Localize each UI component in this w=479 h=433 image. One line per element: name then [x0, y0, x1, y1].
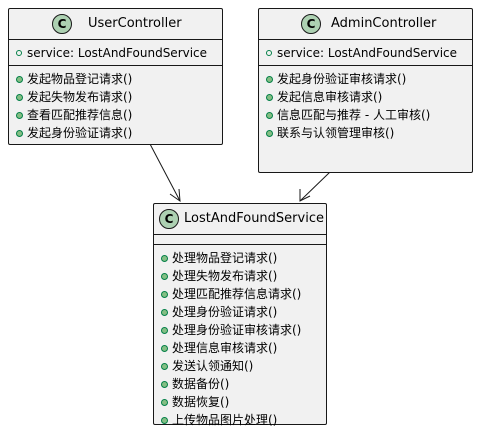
operation-text: 数据恢复() — [172, 395, 230, 409]
class-header: C UserController — [9, 9, 222, 40]
operation-text: 查看匹配推荐信息() — [27, 108, 133, 122]
class-name: UserController — [88, 16, 182, 31]
public-method-icon — [161, 417, 168, 424]
class-name: AdminController — [331, 16, 437, 31]
public-method-icon — [16, 130, 23, 137]
operation-row: 处理信息审核请求() — [154, 339, 326, 357]
class-header: C AdminController — [259, 9, 472, 40]
operation-row: 处理匹配推荐信息请求() — [154, 285, 326, 303]
operation-row: 发起失物发布请求() — [9, 88, 222, 106]
attribute-section: service: LostAndFoundService — [259, 40, 472, 66]
operation-text: 处理失物发布请求() — [172, 269, 278, 283]
operation-row: 查看匹配推荐信息() — [9, 106, 222, 124]
operation-section: 处理物品登记请求() 处理失物发布请求() 处理匹配推荐信息请求() 处理身份验证请求… — [154, 245, 326, 432]
operation-text: 发起物品登记请求() — [27, 72, 133, 86]
class-badge-icon: C — [159, 209, 179, 229]
attribute-row: service: LostAndFoundService — [9, 44, 222, 62]
operation-row: 信息匹配与推荐 - 人工审核() — [259, 106, 472, 124]
public-method-icon — [161, 363, 168, 370]
public-attribute-icon — [16, 50, 22, 56]
attribute-row: service: LostAndFoundService — [259, 44, 472, 62]
public-method-icon — [266, 130, 273, 137]
operation-row: 发起身份验证请求() — [9, 124, 222, 142]
operation-section: 发起身份验证审核请求() 发起信息审核请求() 信息匹配与推荐 - 人工审核() 联系… — [259, 66, 472, 145]
public-method-icon — [16, 94, 23, 101]
operation-row: 联系与认领管理审核() — [259, 124, 472, 142]
operation-row: 上传物品图片处理() — [154, 411, 326, 429]
operation-row: 处理失物发布请求() — [154, 267, 326, 285]
operation-row: 发送认领通知() — [154, 357, 326, 375]
operation-row: 处理物品登记请求() — [154, 249, 326, 267]
attribute-section — [154, 235, 326, 245]
public-method-icon — [266, 112, 273, 119]
operation-text: 上传物品图片处理() — [172, 413, 278, 427]
operation-row: 发起物品登记请求() — [9, 70, 222, 88]
public-method-icon — [266, 94, 273, 101]
public-method-icon — [16, 112, 23, 119]
public-method-icon — [161, 309, 168, 316]
operation-text: 处理身份验证审核请求() — [172, 323, 302, 337]
attribute-section: service: LostAndFoundService — [9, 40, 222, 66]
operation-text: 联系与认领管理审核() — [277, 126, 395, 140]
operation-text: 发送认领通知() — [172, 359, 254, 373]
operation-row: 发起信息审核请求() — [259, 88, 472, 106]
arrow-user-to-service — [149, 143, 181, 202]
operation-text: 处理身份验证请求() — [172, 305, 278, 319]
operation-text: 信息匹配与推荐 - 人工审核() — [277, 108, 431, 122]
public-method-icon — [161, 255, 168, 262]
class-lost-and-found-service[interactable]: C LostAndFoundService 处理物品登记请求() 处理失物发布请求… — [153, 203, 327, 427]
public-method-icon — [161, 291, 168, 298]
arrow-admin-to-service — [299, 171, 331, 202]
public-method-icon — [161, 345, 168, 352]
public-method-icon — [161, 399, 168, 406]
operation-row: 处理身份验证请求() — [154, 303, 326, 321]
operation-text: 处理匹配推荐信息请求() — [172, 287, 302, 301]
attribute-text: service: LostAndFoundService — [27, 46, 208, 60]
class-admin-controller[interactable]: C AdminController service: LostAndFoundS… — [258, 8, 473, 173]
public-method-icon — [16, 76, 23, 83]
operation-text: 发起身份验证请求() — [27, 126, 133, 140]
operation-row: 数据备份() — [154, 375, 326, 393]
class-user-controller[interactable]: C UserController service: LostAndFoundSe… — [8, 8, 223, 145]
public-method-icon — [266, 76, 273, 83]
arrowhead-admin — [299, 189, 311, 202]
operation-text: 处理信息审核请求() — [172, 341, 278, 355]
operation-text: 发起信息审核请求() — [277, 90, 383, 104]
public-method-icon — [161, 381, 168, 388]
public-method-icon — [161, 327, 168, 334]
operation-row: 数据恢复() — [154, 393, 326, 411]
public-method-icon — [161, 273, 168, 280]
operation-text: 处理物品登记请求() — [172, 251, 278, 265]
operation-text: 数据备份() — [172, 377, 230, 391]
class-name: LostAndFoundService — [184, 211, 324, 226]
class-badge-icon: C — [52, 14, 72, 34]
public-attribute-icon — [266, 50, 272, 56]
operation-row: 处理身份验证审核请求() — [154, 321, 326, 339]
class-header: C LostAndFoundService — [154, 204, 326, 235]
arrowhead-user — [169, 188, 181, 203]
operation-row: 发起身份验证审核请求() — [259, 70, 472, 88]
operation-section: 发起物品登记请求() 发起失物发布请求() 查看匹配推荐信息() 发起身份验证请求() — [9, 66, 222, 145]
operation-text: 发起失物发布请求() — [27, 90, 133, 104]
class-badge-icon: C — [301, 14, 321, 34]
attribute-text: service: LostAndFoundService — [277, 46, 458, 60]
operation-text: 发起身份验证审核请求() — [277, 72, 407, 86]
